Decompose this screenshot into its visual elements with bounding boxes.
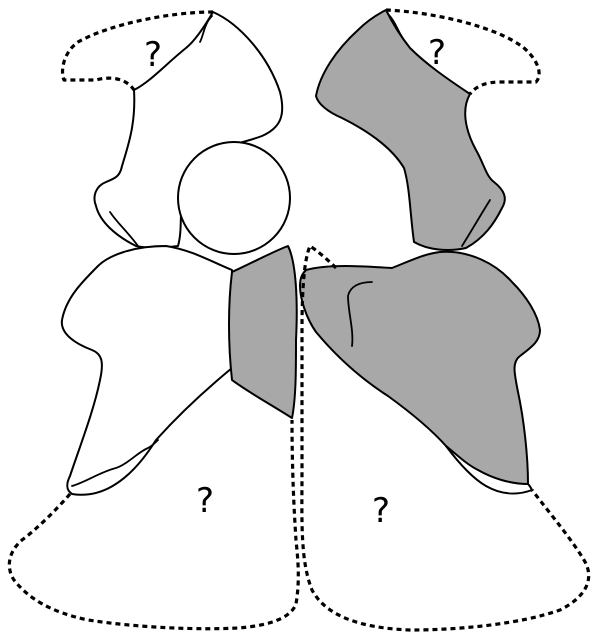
left-acetabulum: [178, 142, 290, 254]
upper-right-unknown-label: ?: [428, 33, 446, 73]
right-ilium-preserved-bone: [316, 10, 505, 250]
left-pelvic-half: ? ?: [9, 12, 298, 629]
right-pelvic-half: ? ?: [300, 10, 589, 630]
lower-left-unknown-label: ?: [196, 481, 214, 521]
right-ischium-preserved-bone: [300, 252, 540, 486]
left-lower-missing-outline: [9, 420, 298, 629]
left-pubis-preserved-fragment: [229, 246, 297, 418]
upper-left-unknown-label: ?: [144, 35, 162, 75]
lower-right-unknown-label: ?: [372, 491, 390, 531]
left-ischium-bone: [62, 246, 232, 495]
